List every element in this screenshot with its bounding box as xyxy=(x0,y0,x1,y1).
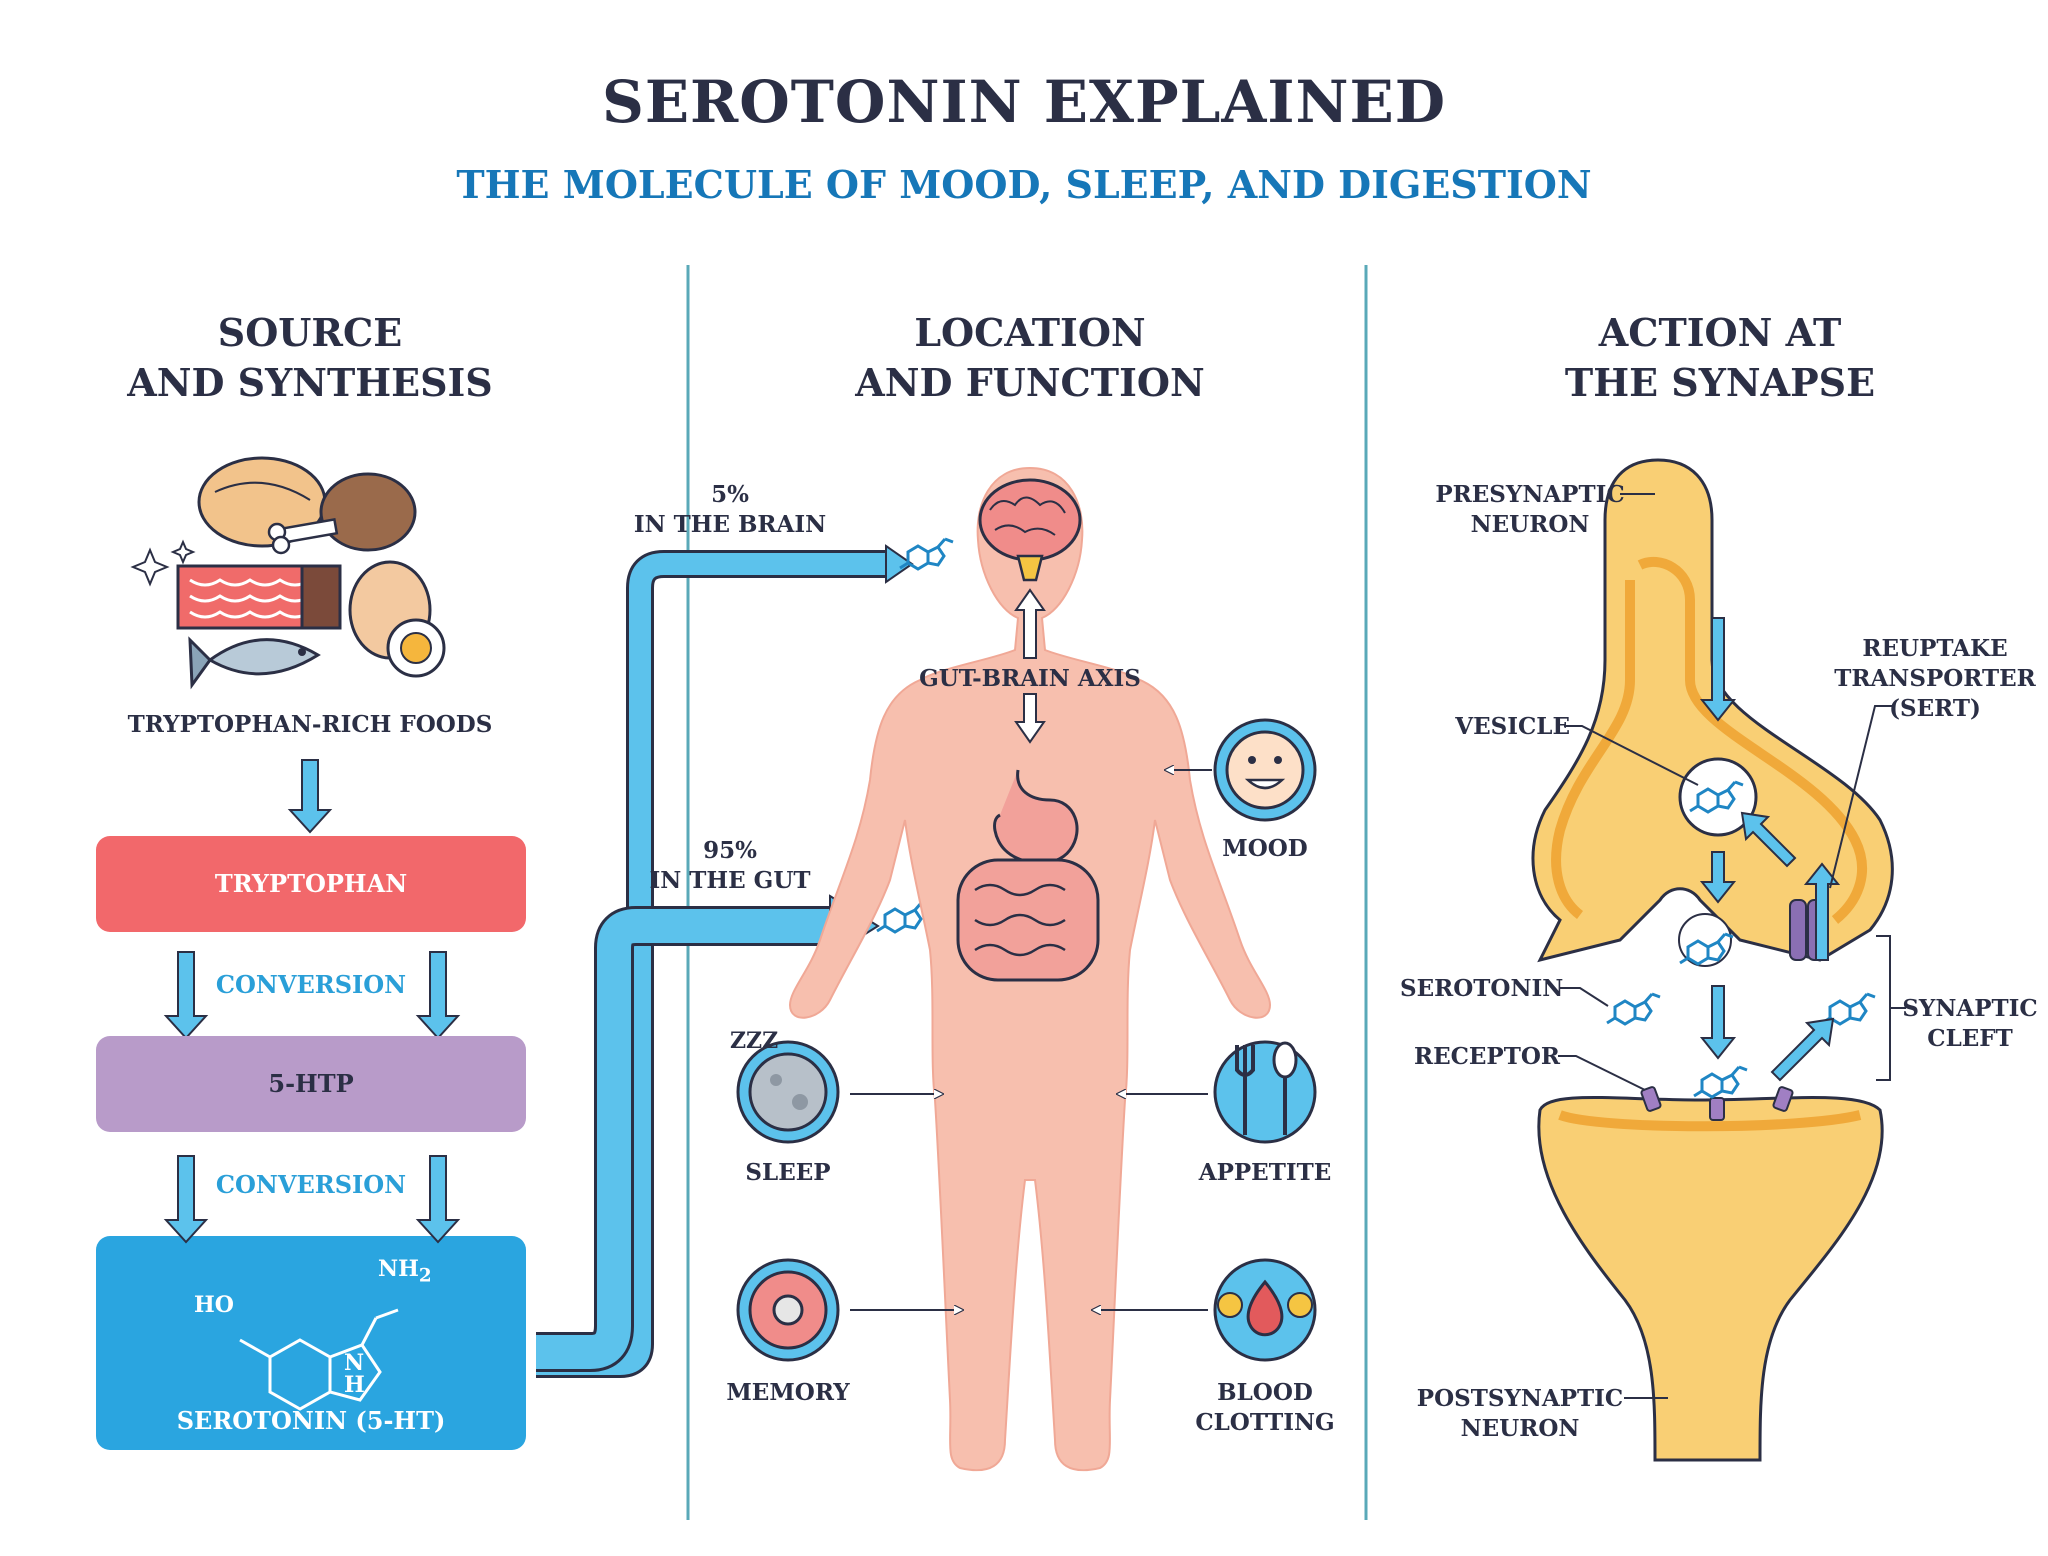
heading-line: SOURCE xyxy=(217,310,403,355)
label-line: CLEFT xyxy=(1927,1025,2013,1052)
sleep-icon xyxy=(736,1040,840,1144)
label-line: IN THE BRAIN xyxy=(633,511,827,538)
serotonin-synapse-label: SEROTONIN xyxy=(1400,975,1564,1002)
heading-source-synthesis: SOURCE AND SYNTHESIS xyxy=(60,308,560,408)
nh2-subscript: 2 xyxy=(418,1265,432,1287)
appetite-label: APPETITE xyxy=(1198,1159,1332,1186)
ho-group: HO xyxy=(194,1292,234,1318)
label-line: (SERT) xyxy=(1889,695,1981,722)
postsynaptic-neuron-label: POSTSYNAPTIC NEURON xyxy=(1410,1384,1630,1444)
heading-location-function: LOCATION AND FUNCTION xyxy=(770,308,1290,408)
blood-clotting-label: BLOOD CLOTTING xyxy=(1165,1378,1365,1438)
conversion-label-2: CONVERSION xyxy=(215,1170,407,1199)
label-line: NEURON xyxy=(1470,511,1590,538)
heading-line: ACTION AT xyxy=(1598,310,1842,355)
foods-illustration xyxy=(130,456,446,690)
nh2-text: NH xyxy=(378,1256,419,1282)
conversion-label-1: CONVERSION xyxy=(215,970,407,999)
receptor-shapes xyxy=(1640,1086,1794,1121)
label-line: SYNAPTIC xyxy=(1902,995,2038,1022)
label-line: 95% xyxy=(703,837,757,864)
distribution-arrows xyxy=(536,544,914,1378)
blood-clotting-icon xyxy=(1213,1258,1317,1362)
synapse-leader-lines xyxy=(1558,493,1906,1399)
vesicle-label: VESICLE xyxy=(1455,713,1570,740)
synaptic-cleft-label: SYNAPTIC CLEFT xyxy=(1900,994,2040,1054)
htp-box: 5-HTP xyxy=(96,1036,526,1132)
h-atom: H xyxy=(344,1372,365,1398)
label-line: CLOTTING xyxy=(1195,1409,1335,1436)
label-line: POSTSYNAPTIC xyxy=(1416,1385,1624,1412)
label-line: TRANSPORTER xyxy=(1834,665,2036,692)
heading-line: LOCATION xyxy=(914,310,1146,355)
foods-label: TRYPTOPHAN-RICH FOODS xyxy=(127,711,493,738)
reuptake-transporter-label: REUPTAKE TRANSPORTER (SERT) xyxy=(1830,634,2040,724)
serotonin-label: SEROTONIN (5-HT) xyxy=(176,1406,446,1435)
page-subtitle: THE MOLECULE OF MOOD, SLEEP, AND DIGESTI… xyxy=(456,162,1592,207)
appetite-icon xyxy=(1213,1040,1317,1144)
mood-label: MOOD xyxy=(1222,835,1308,862)
label-line: NEURON xyxy=(1460,1415,1580,1442)
gut-percent-label: 95% IN THE GUT xyxy=(600,836,860,896)
synapse-arrows xyxy=(1699,617,1841,1082)
postsynaptic-neuron xyxy=(1537,1096,1884,1462)
memory-label: MEMORY xyxy=(726,1379,850,1406)
nh2-group: NH2 xyxy=(378,1256,432,1286)
label-line: 5% xyxy=(711,481,749,508)
gut-brain-axis-label: GUT-BRAIN AXIS xyxy=(919,665,1141,692)
serotonin-structure xyxy=(239,1308,399,1411)
receptor-label: RECEPTOR xyxy=(1413,1043,1560,1070)
sleep-zzz: ZZZ xyxy=(730,1028,779,1054)
mood-icon xyxy=(1213,718,1317,822)
presynaptic-neuron-label: PRESYNAPTIC NEURON xyxy=(1420,480,1640,540)
tryptophan-label: TRYPTOPHAN xyxy=(214,869,408,898)
sleep-label: SLEEP xyxy=(745,1159,831,1186)
nh-group: N H xyxy=(344,1352,365,1396)
heading-action-synapse: ACTION AT THE SYNAPSE xyxy=(1460,308,1980,408)
page-title: SEROTONIN EXPLAINED xyxy=(601,68,1447,136)
memory-icon xyxy=(736,1258,840,1362)
heading-line: THE SYNAPSE xyxy=(1564,360,1876,405)
label-line: PRESYNAPTIC xyxy=(1435,481,1625,508)
synthesis-arrows xyxy=(163,759,461,1244)
label-line: BLOOD xyxy=(1217,1379,1313,1406)
gut-brain-axis-arrow xyxy=(1014,588,1046,744)
heading-line: AND FUNCTION xyxy=(855,360,1205,405)
brain-percent-label: 5% IN THE BRAIN xyxy=(600,480,860,540)
n-atom: N xyxy=(344,1350,365,1376)
htp-label: 5-HTP xyxy=(268,1069,354,1098)
heading-line: AND SYNTHESIS xyxy=(127,360,493,405)
label-line: IN THE GUT xyxy=(649,867,811,894)
human-body xyxy=(788,466,1272,1472)
label-line: REUPTAKE xyxy=(1862,635,2008,662)
tryptophan-box: TRYPTOPHAN xyxy=(96,836,526,932)
